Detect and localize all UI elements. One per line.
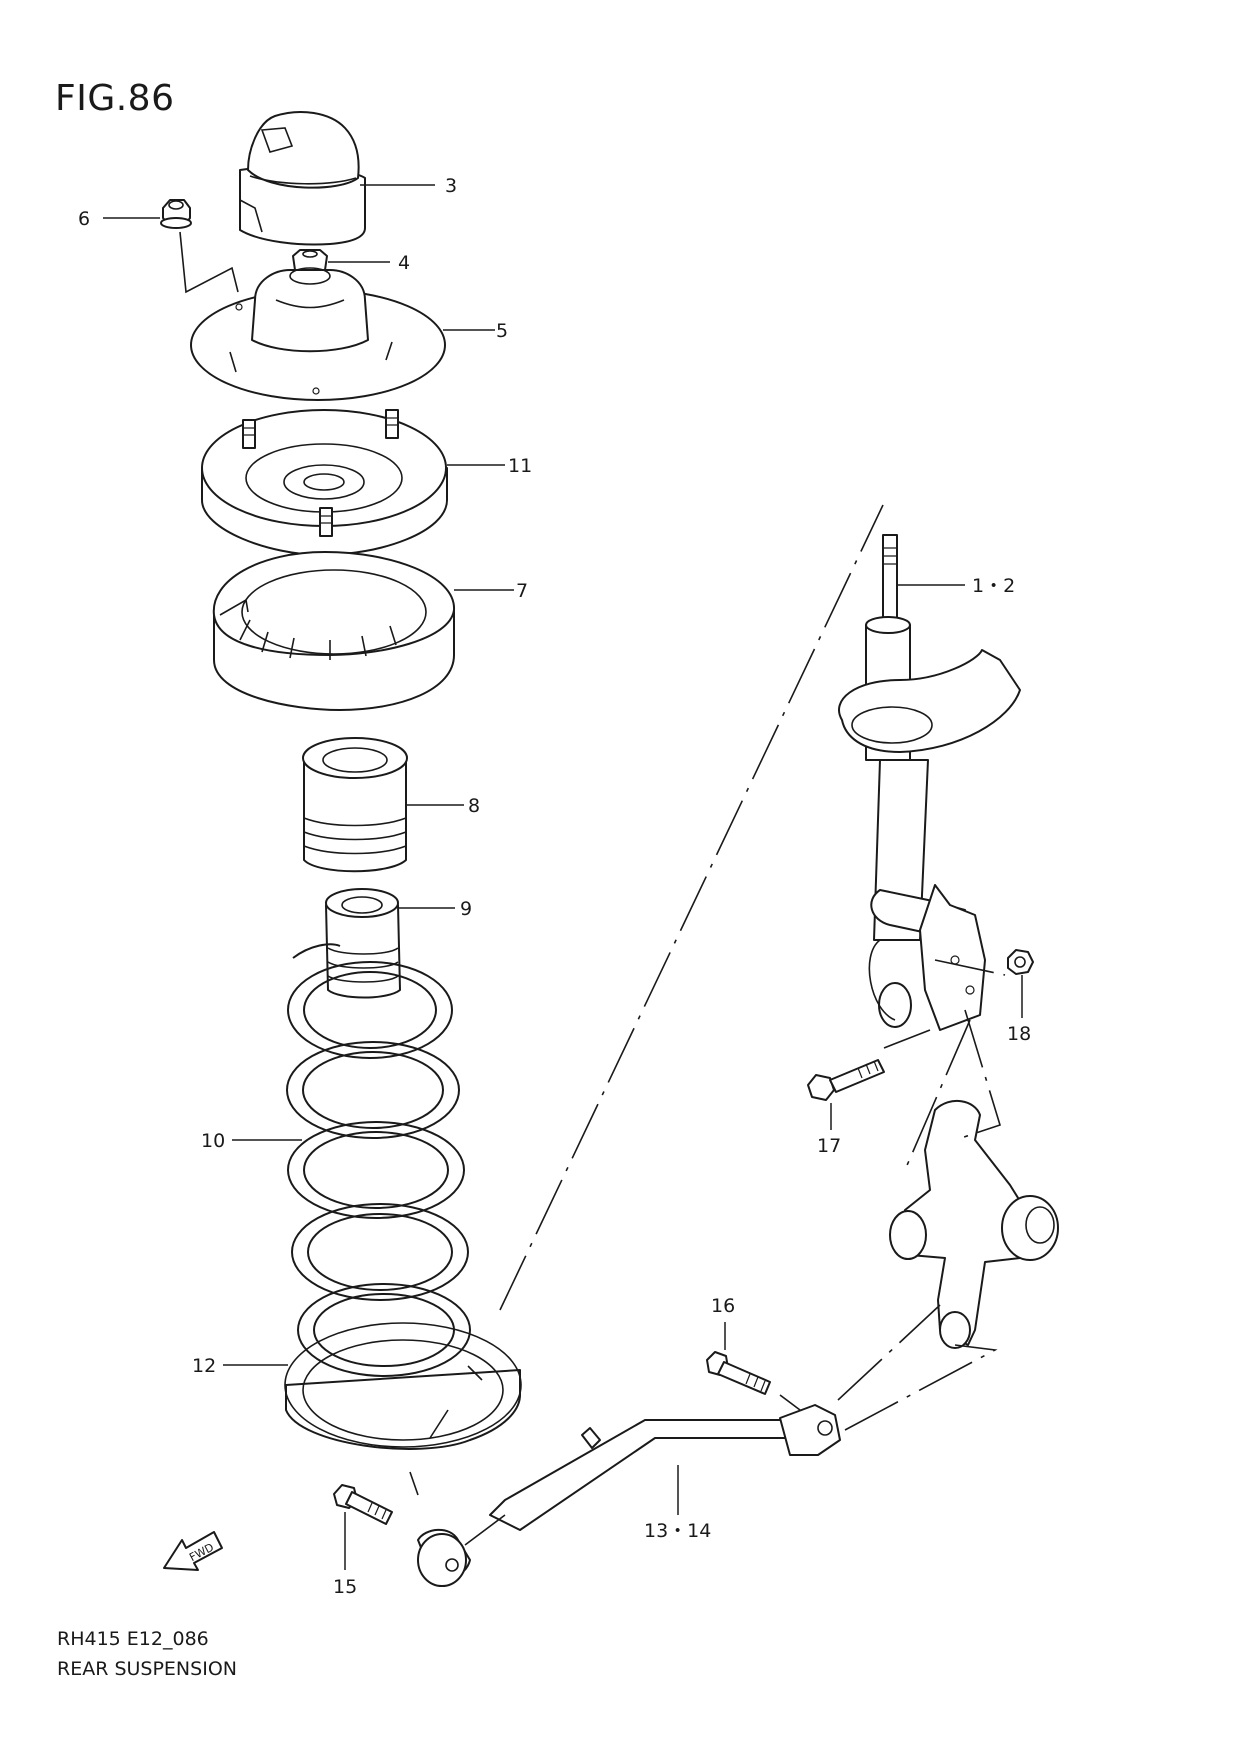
callout-labels: 3 6 4 5 11 7 8 9 10 12 1・2 18 17 16 15 1… [78,175,1031,1598]
bolt-part-15 [333,1484,393,1525]
strut-assembly-part-1-2 [838,534,1021,1031]
callout-6: 6 [78,208,90,230]
callout-3: 3 [445,175,457,197]
callout-10: 10 [201,1130,225,1152]
callout-17: 17 [817,1135,841,1157]
callout-15: 15 [333,1576,357,1598]
spring-seat-part-7 [212,551,456,711]
callout-13-14: 13・14 [644,1520,711,1542]
bump-stopper-part-9 [325,888,401,999]
figure-code: RH415 E12_086 [57,1628,209,1650]
leader-lines [103,184,1023,1570]
bolt-part-17 [807,1059,885,1101]
knuckle [889,1100,1059,1349]
callout-16: 16 [711,1295,735,1317]
insulator-part-11 [201,409,448,556]
nut-part-6 [160,199,192,229]
callout-18: 18 [1007,1023,1031,1045]
callout-4: 4 [398,252,410,274]
callout-11: 11 [508,455,532,477]
center-nut-part-4 [292,249,328,271]
callout-5: 5 [496,320,508,342]
assembly-guide-lines [179,231,1006,1496]
lower-seat-part-12 [284,1322,522,1450]
bump-boot-part-8 [302,737,408,873]
callout-7: 7 [516,580,528,602]
mount-plate-part-5 [190,267,446,401]
bolt-part-16 [706,1351,771,1395]
callout-12: 12 [192,1355,216,1377]
callout-1-2: 1・2 [972,575,1015,597]
callout-9: 9 [460,898,472,920]
coil-spring-part-10 [286,943,471,1377]
fwd-arrow-icon: FWD [163,1531,223,1571]
nut-part-18 [1007,949,1034,975]
callout-8: 8 [468,795,480,817]
figure-title: FIG.86 [55,78,175,119]
lateral-link-part-13-14 [417,1404,841,1587]
figure-subtitle: REAR SUSPENSION [57,1658,237,1680]
dust-cover-part-3 [239,111,366,246]
